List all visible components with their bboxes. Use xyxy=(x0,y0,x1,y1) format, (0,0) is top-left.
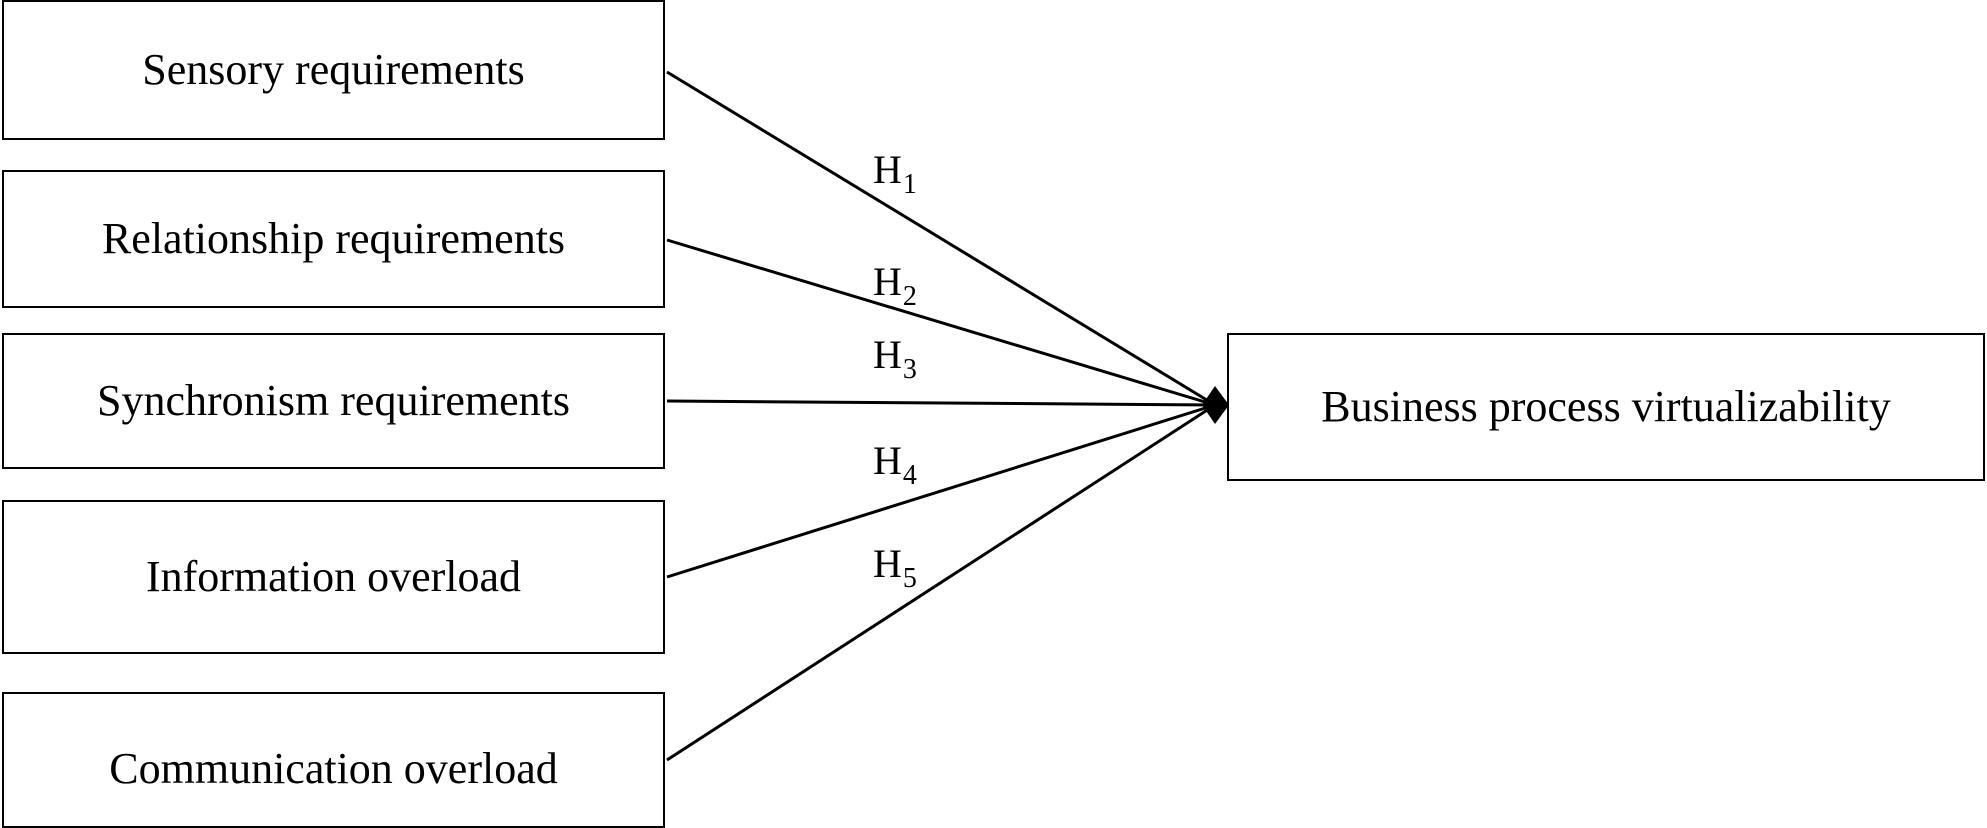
node-information-overload: Information overload xyxy=(2,500,665,654)
arrowhead-icon xyxy=(1202,386,1229,424)
node-sensory-requirements: Sensory requirements xyxy=(2,0,665,140)
arrow-h5 xyxy=(666,403,1216,762)
node-communication-overload: Communication overload xyxy=(2,692,665,828)
node-business-process-virtualizability: Business process virtualizability xyxy=(1227,333,1985,481)
hypothesis-label-h2: H2 xyxy=(873,259,917,311)
hypothesis-subscript: 1 xyxy=(902,169,917,200)
arrow-h2 xyxy=(666,238,1216,407)
arrow-h4 xyxy=(666,403,1216,579)
node-label: Communication overload xyxy=(109,744,558,793)
hypothesis-subscript: 4 xyxy=(902,460,917,491)
hypothesis-base: H xyxy=(873,438,902,483)
hypothesis-label-h1: H1 xyxy=(873,147,917,199)
hypothesis-subscript: 3 xyxy=(902,354,917,385)
arrow-h3 xyxy=(666,399,1216,407)
node-relationship-requirements: Relationship requirements xyxy=(2,170,665,308)
hypothesis-label-h5: H5 xyxy=(873,541,917,593)
arrow-h1 xyxy=(666,70,1216,407)
hypothesis-label-h3: H3 xyxy=(873,332,917,384)
node-label: Sensory requirements xyxy=(142,45,525,94)
hypothesis-base: H xyxy=(873,541,902,586)
node-label: Business process virtualizability xyxy=(1321,382,1891,431)
node-label: Information overload xyxy=(145,552,522,601)
node-synchronism-requirements: Synchronism requirements xyxy=(2,333,665,469)
hypothesis-subscript: 5 xyxy=(902,563,917,594)
node-label: Synchronism requirements xyxy=(97,376,570,425)
hypothesis-base: H xyxy=(873,147,902,192)
node-label: Relationship requirements xyxy=(101,214,566,263)
hypothesis-subscript: 2 xyxy=(902,281,917,312)
hypothesis-base: H xyxy=(873,332,902,377)
hypothesis-label-h4: H4 xyxy=(873,438,917,490)
hypothesis-base: H xyxy=(873,259,902,304)
